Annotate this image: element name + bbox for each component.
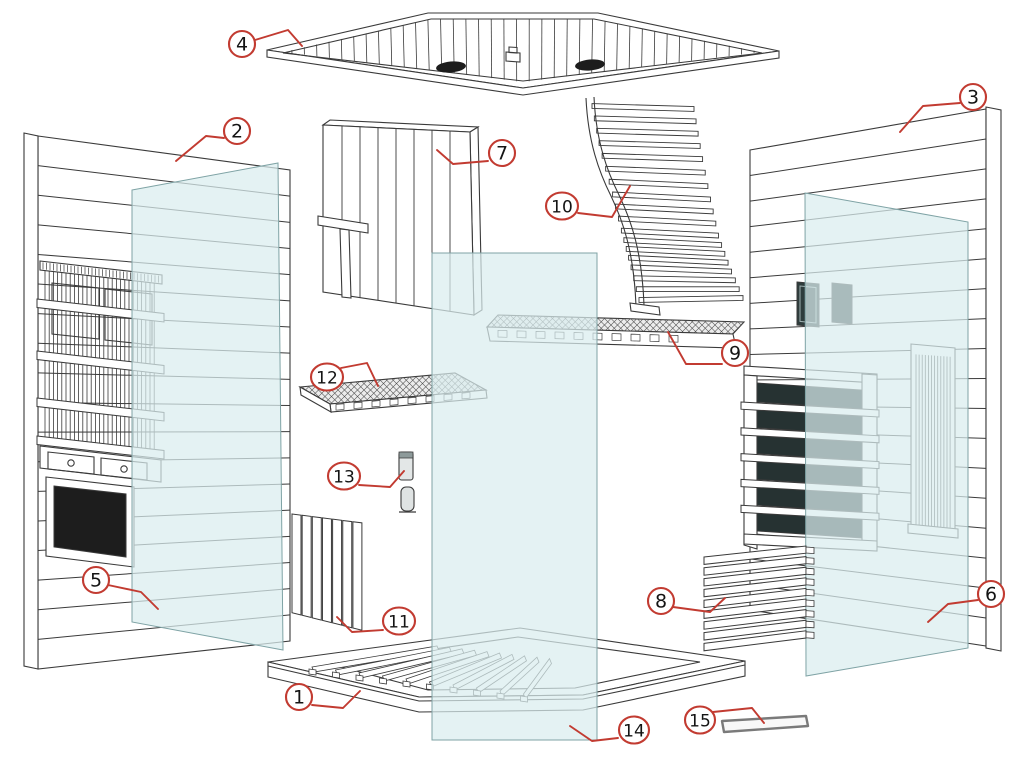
callout-circle [381, 606, 417, 636]
callout-bench-top: 9 [667, 331, 750, 368]
callout-left-back-wall: 2 [175, 116, 252, 162]
callout-number: 8 [655, 591, 667, 613]
callout-leader [569, 725, 619, 742]
callout-circle [617, 715, 651, 745]
callout-circle [958, 82, 988, 112]
horizontal-slat-heater-panel [703, 545, 815, 652]
callout-right-glass-panel: 6 [927, 579, 1006, 623]
ceiling-edge-band [266, 49, 780, 96]
threshold-strip [720, 714, 810, 734]
ceiling-panel [266, 12, 780, 96]
callout-circle [544, 191, 580, 221]
ceiling-rim [282, 18, 763, 82]
callout-front-glass-panel: 14 [569, 715, 651, 745]
callout-number: 14 [623, 722, 645, 742]
clip-lower [400, 486, 415, 512]
callout-leader [254, 29, 303, 47]
grille-subframe-left [51, 282, 100, 340]
callout-number: 12 [316, 369, 338, 389]
callout-horizontal-slat-heater-panel: 8 [646, 586, 726, 616]
callout-leader [899, 102, 961, 133]
left-glass-panel [131, 162, 284, 651]
control-drawer-left [47, 451, 95, 475]
callout-curved-backrest: 10 [544, 185, 631, 221]
callout-ceiling-panel: 4 [227, 29, 303, 59]
backrest-spine-inner [593, 96, 645, 306]
callout-number: 3 [967, 87, 979, 109]
callout-circle [81, 565, 111, 595]
clip-upper-cap [398, 451, 414, 459]
emitter-black-panel [53, 485, 127, 558]
callout-circle [222, 116, 252, 146]
callout-circle [683, 705, 717, 735]
callout-number: 2 [231, 121, 243, 143]
callout-vertical-slat-heater-panel: 11 [336, 606, 417, 636]
callout-floor-base-platform: 1 [284, 682, 361, 712]
callout-interior-wall-panel: 7 [436, 138, 517, 168]
callout-leader [672, 597, 726, 613]
callout-circle [720, 338, 750, 368]
callout-circle [976, 579, 1006, 609]
callout-leader [667, 331, 723, 365]
callout-leader [107, 584, 159, 610]
ceiling-speaker-left [436, 61, 466, 73]
backrest-spine-outer [585, 97, 637, 307]
callout-leader [336, 616, 384, 633]
callout-leader [927, 599, 979, 623]
callout-circle [284, 682, 314, 712]
callout-number: 10 [551, 198, 573, 218]
backrest-slats [591, 103, 744, 303]
drawer-knob-left [67, 459, 75, 467]
curved-backrest [585, 96, 744, 316]
callout-number: 7 [496, 143, 508, 165]
backrest-foot [629, 302, 661, 316]
callout-left-glass-panel: 5 [81, 565, 159, 610]
callout-number: 11 [388, 613, 410, 633]
callout-threshold-strip: 15 [683, 705, 765, 735]
callout-small-shelf: 12 [309, 362, 379, 392]
left-wall-corner-post [23, 132, 39, 670]
callout-circle [227, 29, 257, 59]
callout-leader [340, 362, 379, 387]
mounting-clips [398, 451, 416, 513]
callout-circle [309, 362, 345, 392]
callout-number: 5 [90, 570, 102, 592]
callout-leader [358, 470, 405, 488]
callout-leader [712, 707, 765, 724]
panel7-bench-rail [317, 215, 369, 234]
ceiling-plank-hatch [291, 19, 755, 82]
callout-number: 6 [985, 584, 997, 606]
ceiling-vent-box [505, 46, 521, 63]
front-glass-panel [431, 252, 598, 741]
right-wall-corner-post [985, 106, 1002, 652]
callout-circle [646, 586, 676, 616]
callout-number: 4 [236, 34, 248, 56]
vertical-slat-heater-panel [291, 513, 363, 631]
ceiling-speaker-right [575, 59, 605, 71]
callout-circle [326, 461, 362, 491]
callout-circle [487, 138, 517, 168]
shelf-left-cap [299, 385, 332, 414]
left-wall-heater-grille [36, 260, 165, 568]
callout-number: 15 [689, 712, 711, 732]
ceiling-outline [266, 12, 780, 89]
callout-number: 13 [333, 468, 355, 488]
callout-leader [311, 690, 361, 709]
callout-number: 9 [729, 343, 741, 365]
panel7-bench-leg [339, 228, 352, 299]
drawer-knob-right [120, 465, 128, 473]
right-glass-panel [804, 192, 969, 677]
callout-leader [175, 135, 225, 162]
callout-right-back-wall: 3 [899, 82, 988, 133]
callout-number: 1 [293, 687, 305, 709]
callout-mounting-clips: 13 [326, 461, 405, 491]
callout-leader [577, 185, 631, 218]
callout-leader [436, 149, 489, 165]
